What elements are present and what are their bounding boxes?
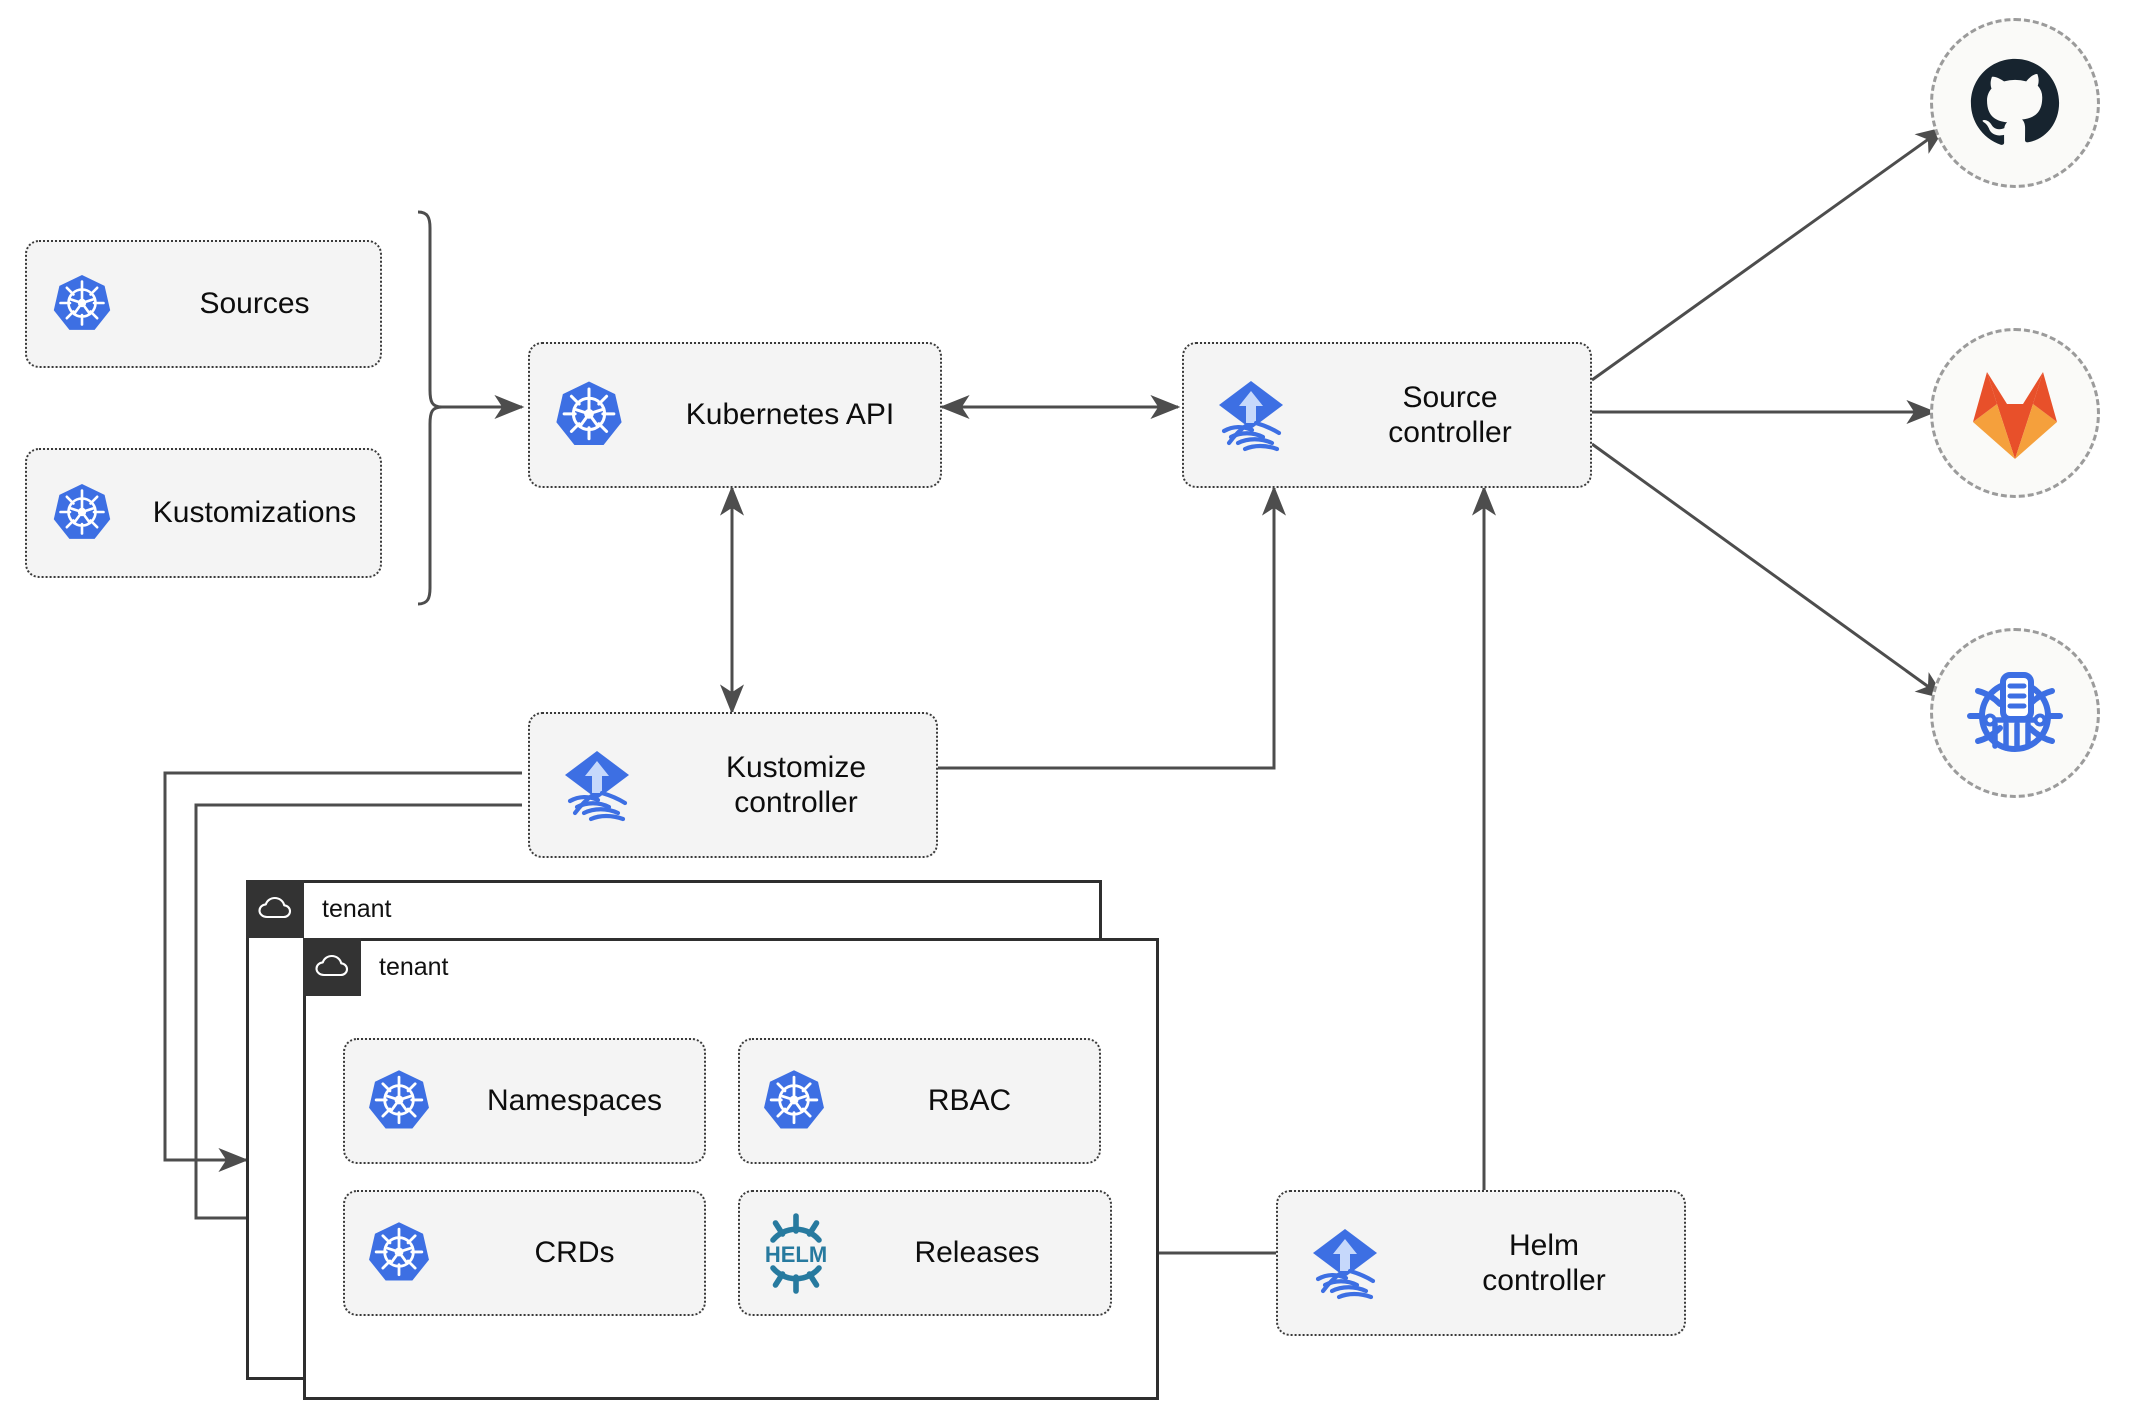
helm-icon: HELM (740, 1212, 852, 1294)
kubernetes-icon (345, 1067, 453, 1135)
endpoint-github[interactable] (1930, 18, 2100, 188)
group-brace (417, 210, 443, 606)
endpoint-gitlab[interactable] (1930, 328, 2100, 498)
kubernetes-icon (740, 1067, 848, 1135)
card-kubernetes-api[interactable]: Kubernetes API (528, 342, 942, 488)
card-label: RBAC (927, 1084, 1012, 1118)
bucket-icon (1967, 672, 2063, 752)
card-crds[interactable]: CRDs (343, 1190, 706, 1316)
kubernetes-icon (530, 378, 648, 452)
wire-kustomize-to-source (938, 485, 1286, 770)
card-label: Sources (199, 287, 310, 321)
card-sources[interactable]: Sources (25, 240, 382, 368)
card-helm-controller[interactable]: Helm controller (1276, 1190, 1686, 1336)
cloud-icon (303, 938, 361, 996)
svg-text:HELM: HELM (765, 1242, 827, 1267)
kubernetes-icon (27, 481, 137, 545)
card-label: Source controller (1388, 380, 1512, 449)
flux-icon (1184, 375, 1318, 455)
tenant-label: tenant (379, 952, 449, 981)
card-releases[interactable]: HELM Releases (738, 1190, 1112, 1316)
card-kustomizations[interactable]: Kustomizations (25, 448, 382, 578)
cloud-icon (246, 880, 304, 938)
endpoint-bucket[interactable] (1930, 628, 2100, 798)
card-label: Kustomizations (152, 496, 357, 530)
card-label: Kustomize controller (725, 750, 867, 819)
wire-source-to-bucket (1591, 442, 1946, 700)
card-label: Kubernetes API (685, 398, 895, 432)
tenant-window-inner[interactable]: tenant (303, 938, 1159, 1400)
github-icon (1970, 58, 2060, 145)
card-namespaces[interactable]: Namespaces (343, 1038, 706, 1164)
kubernetes-icon (27, 272, 137, 336)
tenant-tab: tenant (303, 938, 449, 996)
kubernetes-icon (345, 1219, 453, 1287)
card-label: Helm controller (1482, 1228, 1606, 1297)
card-label: Releases (914, 1236, 1040, 1270)
gitlab-icon (1973, 372, 2057, 459)
flux-icon (530, 745, 664, 825)
card-label: CRDs (534, 1236, 615, 1270)
tenant-tab: tenant (246, 880, 392, 938)
wire-source-to-github (1591, 126, 1946, 382)
tenant-label: tenant (322, 894, 392, 923)
card-rbac[interactable]: RBAC (738, 1038, 1101, 1164)
flux-icon (1278, 1223, 1412, 1303)
card-label: Namespaces (486, 1084, 663, 1118)
card-kustomize-controller[interactable]: Kustomize controller (528, 712, 938, 858)
card-source-controller[interactable]: Source controller (1182, 342, 1592, 488)
